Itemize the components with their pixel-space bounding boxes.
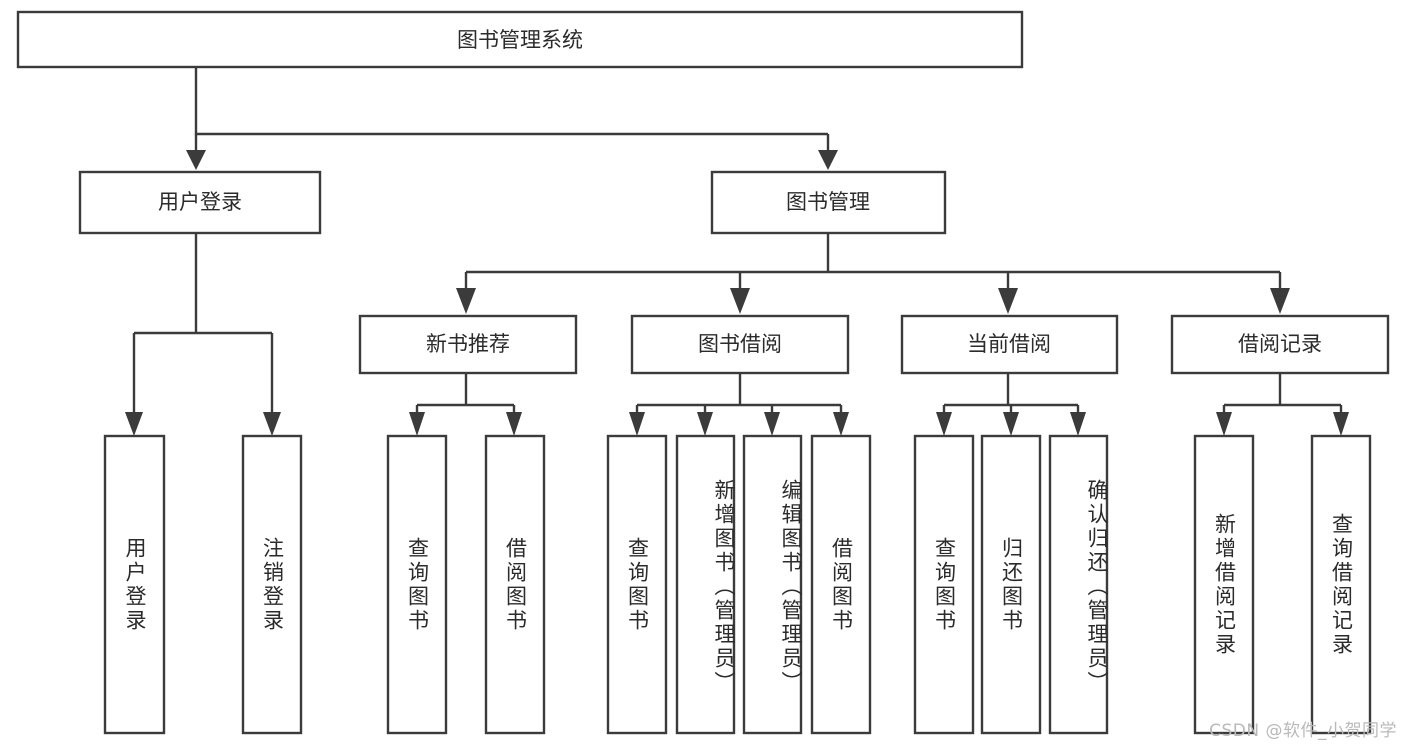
arrow-head-icon (186, 150, 206, 170)
node-book-management[interactable]: 图书管理 (710, 170, 947, 235)
node-box[interactable] (810, 434, 872, 735)
connector-userlogin-to-leaves (125, 233, 281, 436)
node-leaf-user-logout[interactable] (241, 434, 303, 735)
node-box[interactable] (1310, 434, 1372, 735)
node-label: 图书借阅 (698, 332, 782, 356)
node-box[interactable] (675, 434, 736, 735)
node-leaf-return-book[interactable] (980, 434, 1042, 735)
node-current-borrow[interactable]: 当前借阅 (900, 314, 1119, 375)
connector-borrowrecord-to-leaves (1216, 373, 1349, 436)
node-leaf-edit-book[interactable] (742, 434, 803, 735)
node-label: 借阅记录 (1238, 332, 1322, 356)
arrow-head-icon (1270, 288, 1290, 314)
arrow-head-icon (818, 150, 838, 170)
node-box[interactable] (630, 314, 850, 375)
node-box[interactable] (484, 434, 546, 735)
node-book-borrow[interactable]: 图书借阅 (630, 314, 850, 375)
connector-bookmgmt-to-level2 (456, 233, 1290, 314)
node-leaf-borrow-book-2[interactable] (810, 434, 872, 735)
node-leaf-query-record[interactable] (1310, 434, 1372, 735)
node-leaf-confirm-return[interactable] (1048, 434, 1109, 735)
node-box[interactable] (16, 10, 1024, 69)
node-user-login[interactable]: 用户登录 (78, 170, 322, 235)
arrow-head-icon (456, 288, 476, 314)
arrow-head-icon (1216, 412, 1232, 436)
arrow-head-icon (409, 412, 425, 436)
node-box[interactable] (78, 170, 322, 235)
arrow-head-icon (697, 412, 713, 436)
arrow-head-icon (629, 412, 645, 436)
node-box[interactable] (742, 434, 803, 735)
node-borrow-record[interactable]: 借阅记录 (1170, 314, 1390, 375)
node-label: 新书推荐 (426, 332, 510, 356)
arrow-head-icon (998, 288, 1018, 314)
node-root[interactable]: 图书管理系统 (16, 10, 1024, 69)
arrow-head-icon (1333, 412, 1349, 436)
connector-currentborrow-to-leaves (936, 373, 1086, 436)
csdn-watermark: CSDN @软件_小贺同学 (1209, 721, 1397, 741)
connector-bookborrow-to-leaves (629, 373, 849, 436)
node-leaf-query-book-1[interactable] (386, 434, 448, 735)
node-box[interactable] (1193, 434, 1255, 735)
node-box[interactable] (913, 434, 975, 735)
arrow-head-icon (936, 412, 952, 436)
node-box[interactable] (1170, 314, 1390, 375)
node-label: 当前借阅 (967, 332, 1051, 356)
node-box[interactable] (710, 170, 947, 235)
node-box[interactable] (386, 434, 448, 735)
node-label: 用户登录 (158, 190, 242, 214)
node-label: 图书管理系统 (457, 28, 583, 52)
node-box[interactable] (980, 434, 1042, 735)
arrow-head-icon (263, 412, 281, 436)
arrow-head-icon (764, 412, 780, 436)
node-box[interactable] (358, 314, 578, 375)
node-leaf-user-login[interactable] (103, 434, 166, 735)
node-leaf-query-book-3[interactable] (913, 434, 975, 735)
connector-newbook-to-leaves (409, 373, 522, 436)
node-label: 图书管理 (786, 190, 870, 214)
arrow-head-icon (506, 412, 522, 436)
node-leaf-add-record[interactable] (1193, 434, 1255, 735)
node-box[interactable] (241, 434, 303, 735)
arrow-head-icon (833, 412, 849, 436)
arrow-head-icon (730, 288, 750, 314)
connector-root-to-level1 (186, 67, 838, 170)
node-box[interactable] (606, 434, 668, 735)
node-leaf-query-book-2[interactable] (606, 434, 668, 735)
node-leaf-borrow-book-1[interactable] (484, 434, 546, 735)
node-box[interactable] (103, 434, 166, 735)
node-box[interactable] (1048, 434, 1109, 735)
node-leaf-add-book[interactable] (675, 434, 736, 735)
arrow-head-icon (125, 412, 143, 436)
arrow-head-icon (1070, 412, 1086, 436)
arrow-head-icon (1003, 412, 1019, 436)
node-new-book-recommend[interactable]: 新书推荐 (358, 314, 578, 375)
node-box[interactable] (900, 314, 1119, 375)
